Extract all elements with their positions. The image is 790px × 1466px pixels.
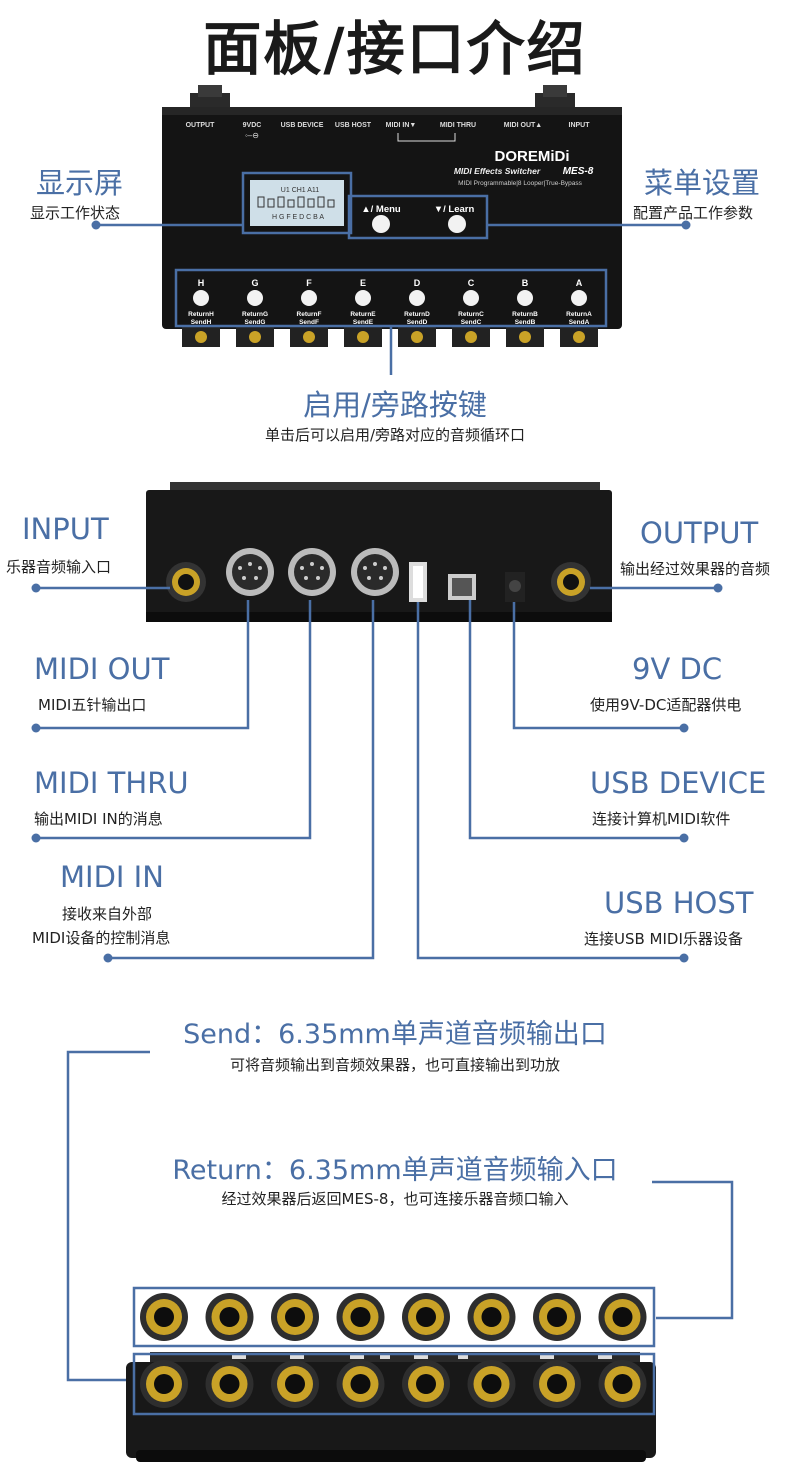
return-jack[interactable] bbox=[467, 1360, 516, 1408]
menu-desc: 配置产品工作参数 bbox=[633, 204, 754, 222]
midi-out-desc: MIDI五针输出口 bbox=[38, 696, 147, 714]
port-label-midi-in: MIDI IN▼ bbox=[386, 122, 417, 129]
footswitch-letter-f: F bbox=[306, 278, 312, 288]
midi-thru-title: MIDI THRU bbox=[34, 766, 189, 800]
return-jack[interactable] bbox=[533, 1360, 581, 1408]
product-features: MIDI Programmable|8 Looper|True-Bypass bbox=[458, 180, 583, 187]
send-jack[interactable] bbox=[467, 1293, 516, 1341]
port-label-usb-device: USB DEVICE bbox=[281, 122, 324, 129]
page-title: 面板/接口介绍 bbox=[203, 15, 587, 83]
footswitch-d[interactable] bbox=[409, 290, 425, 306]
port-label-input: INPUT bbox=[569, 122, 591, 129]
footswitch-b[interactable] bbox=[517, 290, 533, 306]
menu-button[interactable] bbox=[372, 215, 390, 233]
footswitch-letter-b: B bbox=[522, 278, 529, 288]
footswitch-letter-e: E bbox=[360, 278, 366, 288]
return-jack[interactable] bbox=[336, 1360, 385, 1408]
footswitch-send-label: SendF bbox=[299, 319, 319, 326]
midi-in-desc-line2: MIDI设备的控制消息 bbox=[32, 929, 171, 947]
footswitch-letter-c: C bbox=[468, 278, 475, 288]
dc-desc: 使用9V-DC适配器供电 bbox=[590, 696, 742, 714]
send-desc: 可将音频输出到音频效果器，也可直接输出到功放 bbox=[229, 1056, 560, 1074]
top-panel-figure: OUTPUT 9VDC USB DEVICE USB HOST MIDI IN▼… bbox=[91, 85, 691, 375]
footswitch-return-label: ReturnF bbox=[297, 311, 322, 318]
return-jack[interactable] bbox=[402, 1360, 450, 1408]
footswitch-return-label: ReturnH bbox=[188, 311, 214, 318]
return-title: Return：6.35mm单声道音频输入口 bbox=[172, 1155, 618, 1186]
footswitch-letter-h: H bbox=[198, 278, 205, 288]
send-title: Send：6.35mm单声道音频输出口 bbox=[183, 1019, 607, 1050]
output-desc: 输出经过效果器的音频 bbox=[620, 560, 771, 578]
footswitch-g[interactable] bbox=[247, 290, 263, 306]
learn-button[interactable] bbox=[448, 215, 466, 233]
midi-out-title: MIDI OUT bbox=[34, 652, 170, 686]
footswitch-letter-g: G bbox=[251, 278, 258, 288]
footswitch-send-label: SendH bbox=[191, 319, 212, 326]
footswitch-send-label: SendB bbox=[515, 319, 536, 326]
footswitch-e[interactable] bbox=[355, 290, 371, 306]
footswitch-return-label: ReturnA bbox=[566, 311, 592, 318]
midi-thru-desc: 输出MIDI IN的消息 bbox=[34, 810, 163, 828]
output-title: OUTPUT bbox=[640, 516, 759, 550]
port-label-midi-thru: MIDI THRU bbox=[440, 122, 476, 129]
footswitch-return-label: ReturnG bbox=[242, 311, 268, 318]
send-jack[interactable] bbox=[205, 1293, 254, 1341]
send-jack[interactable] bbox=[402, 1293, 450, 1341]
display-title: 显示屏 bbox=[36, 166, 124, 200]
menu-button-label: ▲/ Menu bbox=[361, 204, 401, 215]
display-desc: 显示工作状态 bbox=[30, 204, 121, 222]
bypass-title: 启用/旁路按键 bbox=[303, 388, 487, 422]
bypass-desc: 单击后可以启用/旁路对应的音频循环口 bbox=[264, 426, 526, 444]
return-desc: 经过效果器后返回MES-8，也可连接乐器音频口输入 bbox=[221, 1190, 569, 1208]
footswitch-return-label: ReturnB bbox=[512, 311, 538, 318]
footswitch-f[interactable] bbox=[301, 290, 317, 306]
send-jack[interactable] bbox=[336, 1293, 385, 1341]
footswitch-send-label: SendE bbox=[353, 319, 374, 326]
dc-title: 9V DC bbox=[632, 652, 723, 686]
port-label-9vdc: 9VDC bbox=[243, 122, 262, 129]
send-jack[interactable] bbox=[598, 1293, 647, 1341]
usb-device-desc: 连接计算机MIDI软件 bbox=[592, 810, 731, 828]
footswitch-h[interactable] bbox=[193, 290, 209, 306]
menu-title: 菜单设置 bbox=[644, 166, 761, 200]
product-name: MIDI Effects Switcher bbox=[454, 166, 541, 176]
usb-host-title: USB HOST bbox=[604, 886, 754, 920]
screen-status: U1 CH1 A11 bbox=[281, 187, 319, 194]
usb-device-title: USB DEVICE bbox=[590, 766, 767, 800]
footswitch-return-label: ReturnE bbox=[350, 311, 376, 318]
send-jack[interactable] bbox=[271, 1293, 319, 1341]
input-title: INPUT bbox=[22, 512, 109, 546]
footswitch-letter-d: D bbox=[414, 278, 421, 288]
return-jack[interactable] bbox=[140, 1360, 188, 1408]
port-label-midi-out: MIDI OUT▲ bbox=[504, 122, 542, 129]
dc-polarity-icon: ◦–⊖ bbox=[245, 131, 259, 140]
port-label-usb-host: USB HOST bbox=[335, 122, 372, 129]
footswitch-letter-a: A bbox=[576, 278, 583, 288]
send-jack[interactable] bbox=[140, 1293, 188, 1341]
footswitch-send-label: SendD bbox=[407, 319, 428, 326]
footswitch-a[interactable] bbox=[571, 290, 587, 306]
return-jack[interactable] bbox=[271, 1360, 319, 1408]
brand-logo: DOREMiDi bbox=[495, 148, 570, 165]
footswitch-send-label: SendG bbox=[245, 319, 266, 326]
usb-host-desc: 连接USB MIDI乐器设备 bbox=[584, 930, 743, 948]
footswitch-return-label: ReturnC bbox=[458, 311, 484, 318]
footswitch-send-label: SendC bbox=[461, 319, 482, 326]
port-label-output: OUTPUT bbox=[186, 122, 216, 129]
midi-in-desc-line1: 接收来自外部 bbox=[62, 905, 153, 923]
return-jack[interactable] bbox=[205, 1360, 254, 1408]
footswitch-return-label: ReturnD bbox=[404, 311, 430, 318]
footswitch-send-label: SendA bbox=[569, 319, 590, 326]
screen-loop-letters: H G F E D C B A bbox=[272, 214, 324, 221]
return-jack[interactable] bbox=[598, 1360, 647, 1408]
midi-in-title: MIDI IN bbox=[60, 860, 164, 894]
rear-panel-figure bbox=[31, 482, 723, 963]
footswitch-c[interactable] bbox=[463, 290, 479, 306]
input-desc: 乐器音频输入口 bbox=[6, 558, 112, 576]
send-jack[interactable] bbox=[533, 1293, 581, 1341]
model-name: MES-8 bbox=[563, 166, 594, 177]
learn-button-label: ▼/ Learn bbox=[434, 204, 475, 215]
send-return-figure bbox=[66, 1050, 734, 1462]
